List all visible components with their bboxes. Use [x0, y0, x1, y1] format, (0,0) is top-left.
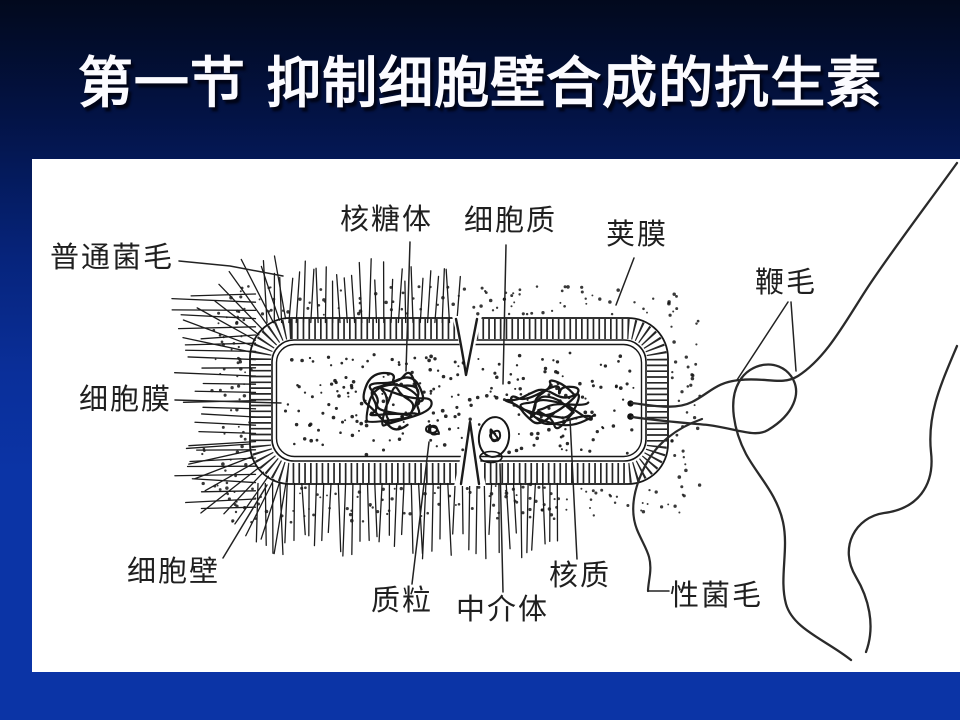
label-capsule: 荚膜 — [606, 219, 669, 251]
label-flagellum: 鞭毛 — [755, 267, 818, 299]
label-ribosome: 核糖体 — [340, 204, 434, 236]
diagram-canvas: 普通菌毛 核糖体 细胞质 荚膜 鞭毛 细胞膜 细胞壁 质粒 中介体 核质 性菌毛 — [32, 159, 960, 672]
label-cell-membrane: 细胞膜 — [79, 384, 173, 416]
label-common-pili: 普通菌毛 — [50, 242, 175, 274]
label-cytoplasm: 细胞质 — [464, 205, 558, 237]
slide-title: 第一节 抑制细胞壁合成的抗生素 — [77, 50, 883, 115]
label-plasmid: 质粒 — [371, 585, 434, 617]
label-nucleoid: 核质 — [549, 560, 612, 592]
bacteria-diagram — [171, 161, 959, 662]
label-mesosome: 中介体 — [456, 594, 550, 626]
label-cell-wall: 细胞壁 — [127, 556, 221, 588]
label-sex-pili: 性菌毛 — [670, 580, 764, 612]
